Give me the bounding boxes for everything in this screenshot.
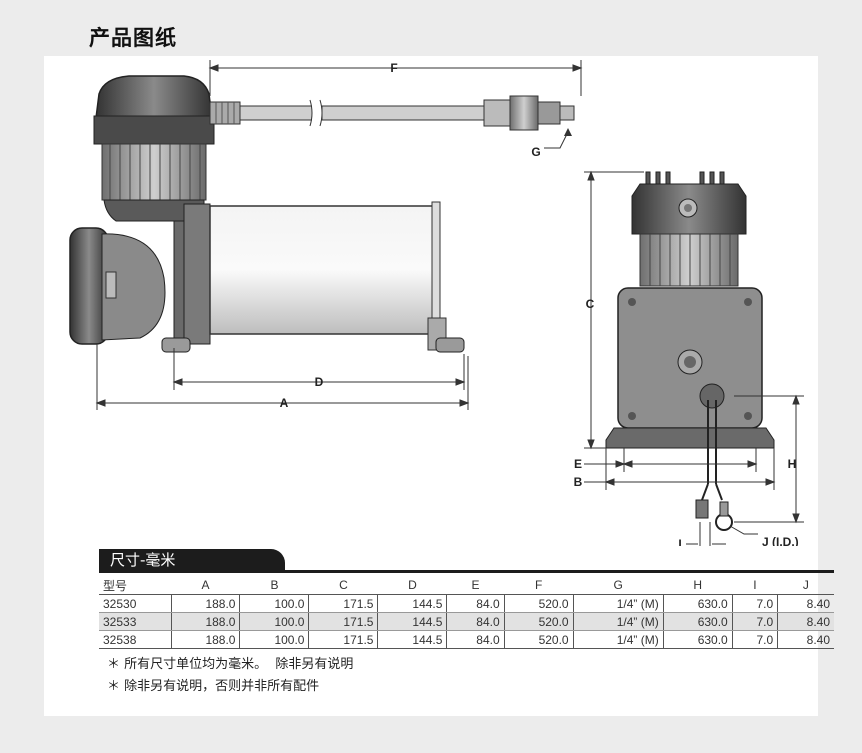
head-cap: [95, 75, 213, 119]
side-view: [69, 75, 575, 353]
table-cell: 171.5: [308, 612, 378, 631]
footnote: ＊ 除非另有说明，否则并非所有配件: [107, 679, 320, 694]
page-title: 产品图纸: [89, 26, 177, 50]
col-header: D: [377, 576, 447, 595]
table-cell: 144.5: [377, 630, 447, 649]
table-cell: 100.0: [239, 594, 309, 613]
table-cell: 630.0: [662, 594, 733, 613]
table-cell: 630.0: [662, 630, 733, 649]
table-cell: 520.0: [503, 612, 574, 631]
table-cell: 32538: [99, 630, 171, 649]
dim-label-A: A: [280, 396, 289, 410]
col-header: E: [446, 576, 505, 595]
table-cell: 520.0: [503, 594, 574, 613]
dim-label-J: J (I.D.): [762, 535, 799, 546]
table-cell: 7.0: [731, 612, 778, 631]
table-cell: 171.5: [308, 630, 378, 649]
table-cell: 7.0: [731, 630, 778, 649]
col-header: G: [573, 576, 664, 595]
table-cell: 8.40: [777, 594, 834, 613]
col-header: A: [171, 576, 240, 595]
front-view: [605, 171, 775, 535]
front-view-dimensions: [584, 170, 804, 546]
table-cell: 1/4” (M): [572, 612, 664, 631]
dim-label-B: B: [574, 475, 583, 489]
dim-label-I: I: [678, 537, 681, 546]
col-header: J: [777, 576, 834, 595]
table-cell: 171.5: [308, 594, 378, 613]
cooling-fins: [101, 143, 207, 201]
table-row: 32530 188.0 100.0 171.5 144.5 84.0 520.0…: [99, 594, 834, 613]
col-header: B: [239, 576, 309, 595]
spec-table: 型号 A B C D E F G H I J 32530 188.0 100.0…: [99, 576, 834, 649]
table-cell: 144.5: [377, 594, 447, 613]
col-header: C: [308, 576, 378, 595]
air-hose: [209, 95, 575, 131]
table-cell: 520.0: [503, 630, 574, 649]
table-cell: 84.0: [446, 594, 505, 613]
dim-label-C: C: [586, 297, 595, 311]
table-cell: 630.0: [662, 612, 733, 631]
spec-table-title: 尺寸-毫米: [99, 549, 285, 571]
table-cell: 1/4” (M): [572, 630, 664, 649]
table-cell: 1/4” (M): [572, 594, 664, 613]
table-cell: 8.40: [777, 612, 834, 631]
drawing-sheet: F G D A: [44, 56, 834, 716]
motor-cylinder: [209, 205, 439, 335]
dim-label-G: G: [531, 145, 540, 159]
table-cell: 188.0: [170, 612, 240, 631]
dim-label-E: E: [574, 457, 582, 471]
col-header: F: [504, 576, 574, 595]
col-header: 型号: [99, 576, 171, 595]
spec-table-header: 型号 A B C D E F G H I J: [99, 576, 834, 595]
col-header: H: [663, 576, 733, 595]
table-cell: 8.40: [777, 630, 834, 649]
side-view-dimensions: [95, 60, 583, 410]
table-cell: 100.0: [239, 630, 309, 649]
table-cell: 100.0: [239, 612, 309, 631]
table-cell: 32533: [99, 612, 171, 631]
footnote: ＊ 所有尺寸单位均为毫米。 除非另有说明: [107, 657, 354, 672]
table-row: 32533 188.0 100.0 171.5 144.5 84.0 520.0…: [99, 612, 834, 631]
table-cell: 188.0: [170, 630, 240, 649]
col-header: I: [732, 576, 778, 595]
table-cell: 84.0: [446, 612, 505, 631]
footnotes: ＊ 所有尺寸单位均为毫米。 除非另有说明 ＊ 除非另有说明，否则并非所有配件: [107, 654, 353, 698]
table-cell: 32530: [99, 594, 171, 613]
dim-label-F: F: [390, 61, 397, 75]
spec-divider: [99, 570, 834, 573]
table-row: 32538 188.0 100.0 171.5 144.5 84.0 520.0…: [99, 630, 834, 649]
power-wires: [701, 400, 723, 501]
dim-label-H: H: [788, 457, 797, 471]
table-cell: 84.0: [446, 630, 505, 649]
technical-drawing: F G D A: [69, 60, 804, 546]
table-cell: 188.0: [170, 594, 240, 613]
dim-label-D: D: [315, 375, 324, 389]
table-cell: 144.5: [377, 612, 447, 631]
table-cell: 7.0: [731, 594, 778, 613]
